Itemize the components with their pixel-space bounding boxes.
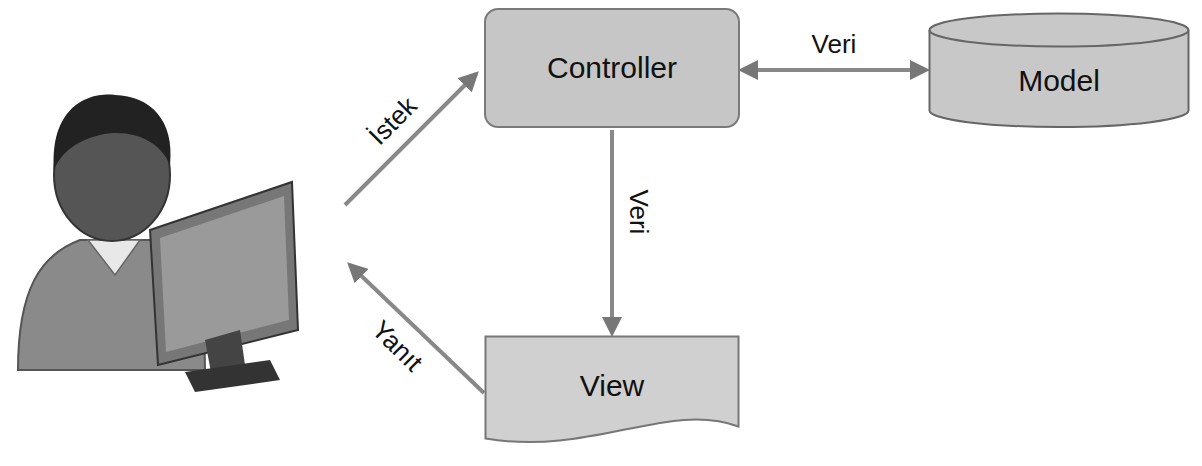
document-body xyxy=(486,337,739,443)
response-arrow xyxy=(350,265,484,393)
model-cylinder: Model xyxy=(928,12,1190,130)
monitor-base xyxy=(185,360,280,392)
data-connector xyxy=(742,68,926,72)
request-arrow xyxy=(345,74,476,205)
node-label: Model xyxy=(1018,64,1100,98)
controller-box: Controller xyxy=(484,8,740,128)
cylinder-body xyxy=(930,14,1189,128)
user-hair xyxy=(54,95,171,170)
user-collar xyxy=(88,240,140,275)
edge-label: Veri xyxy=(812,29,857,60)
flow-label: Yanıt xyxy=(365,314,428,377)
node-label: Controller xyxy=(547,51,677,85)
node-label: View xyxy=(580,369,644,403)
data-connector xyxy=(610,130,614,333)
edge-label: Veri xyxy=(623,189,654,234)
monitor-screen xyxy=(160,196,289,352)
view-document: View xyxy=(484,335,740,452)
flow-label: İstek xyxy=(363,91,424,152)
cylinder-rim xyxy=(930,30,1189,47)
